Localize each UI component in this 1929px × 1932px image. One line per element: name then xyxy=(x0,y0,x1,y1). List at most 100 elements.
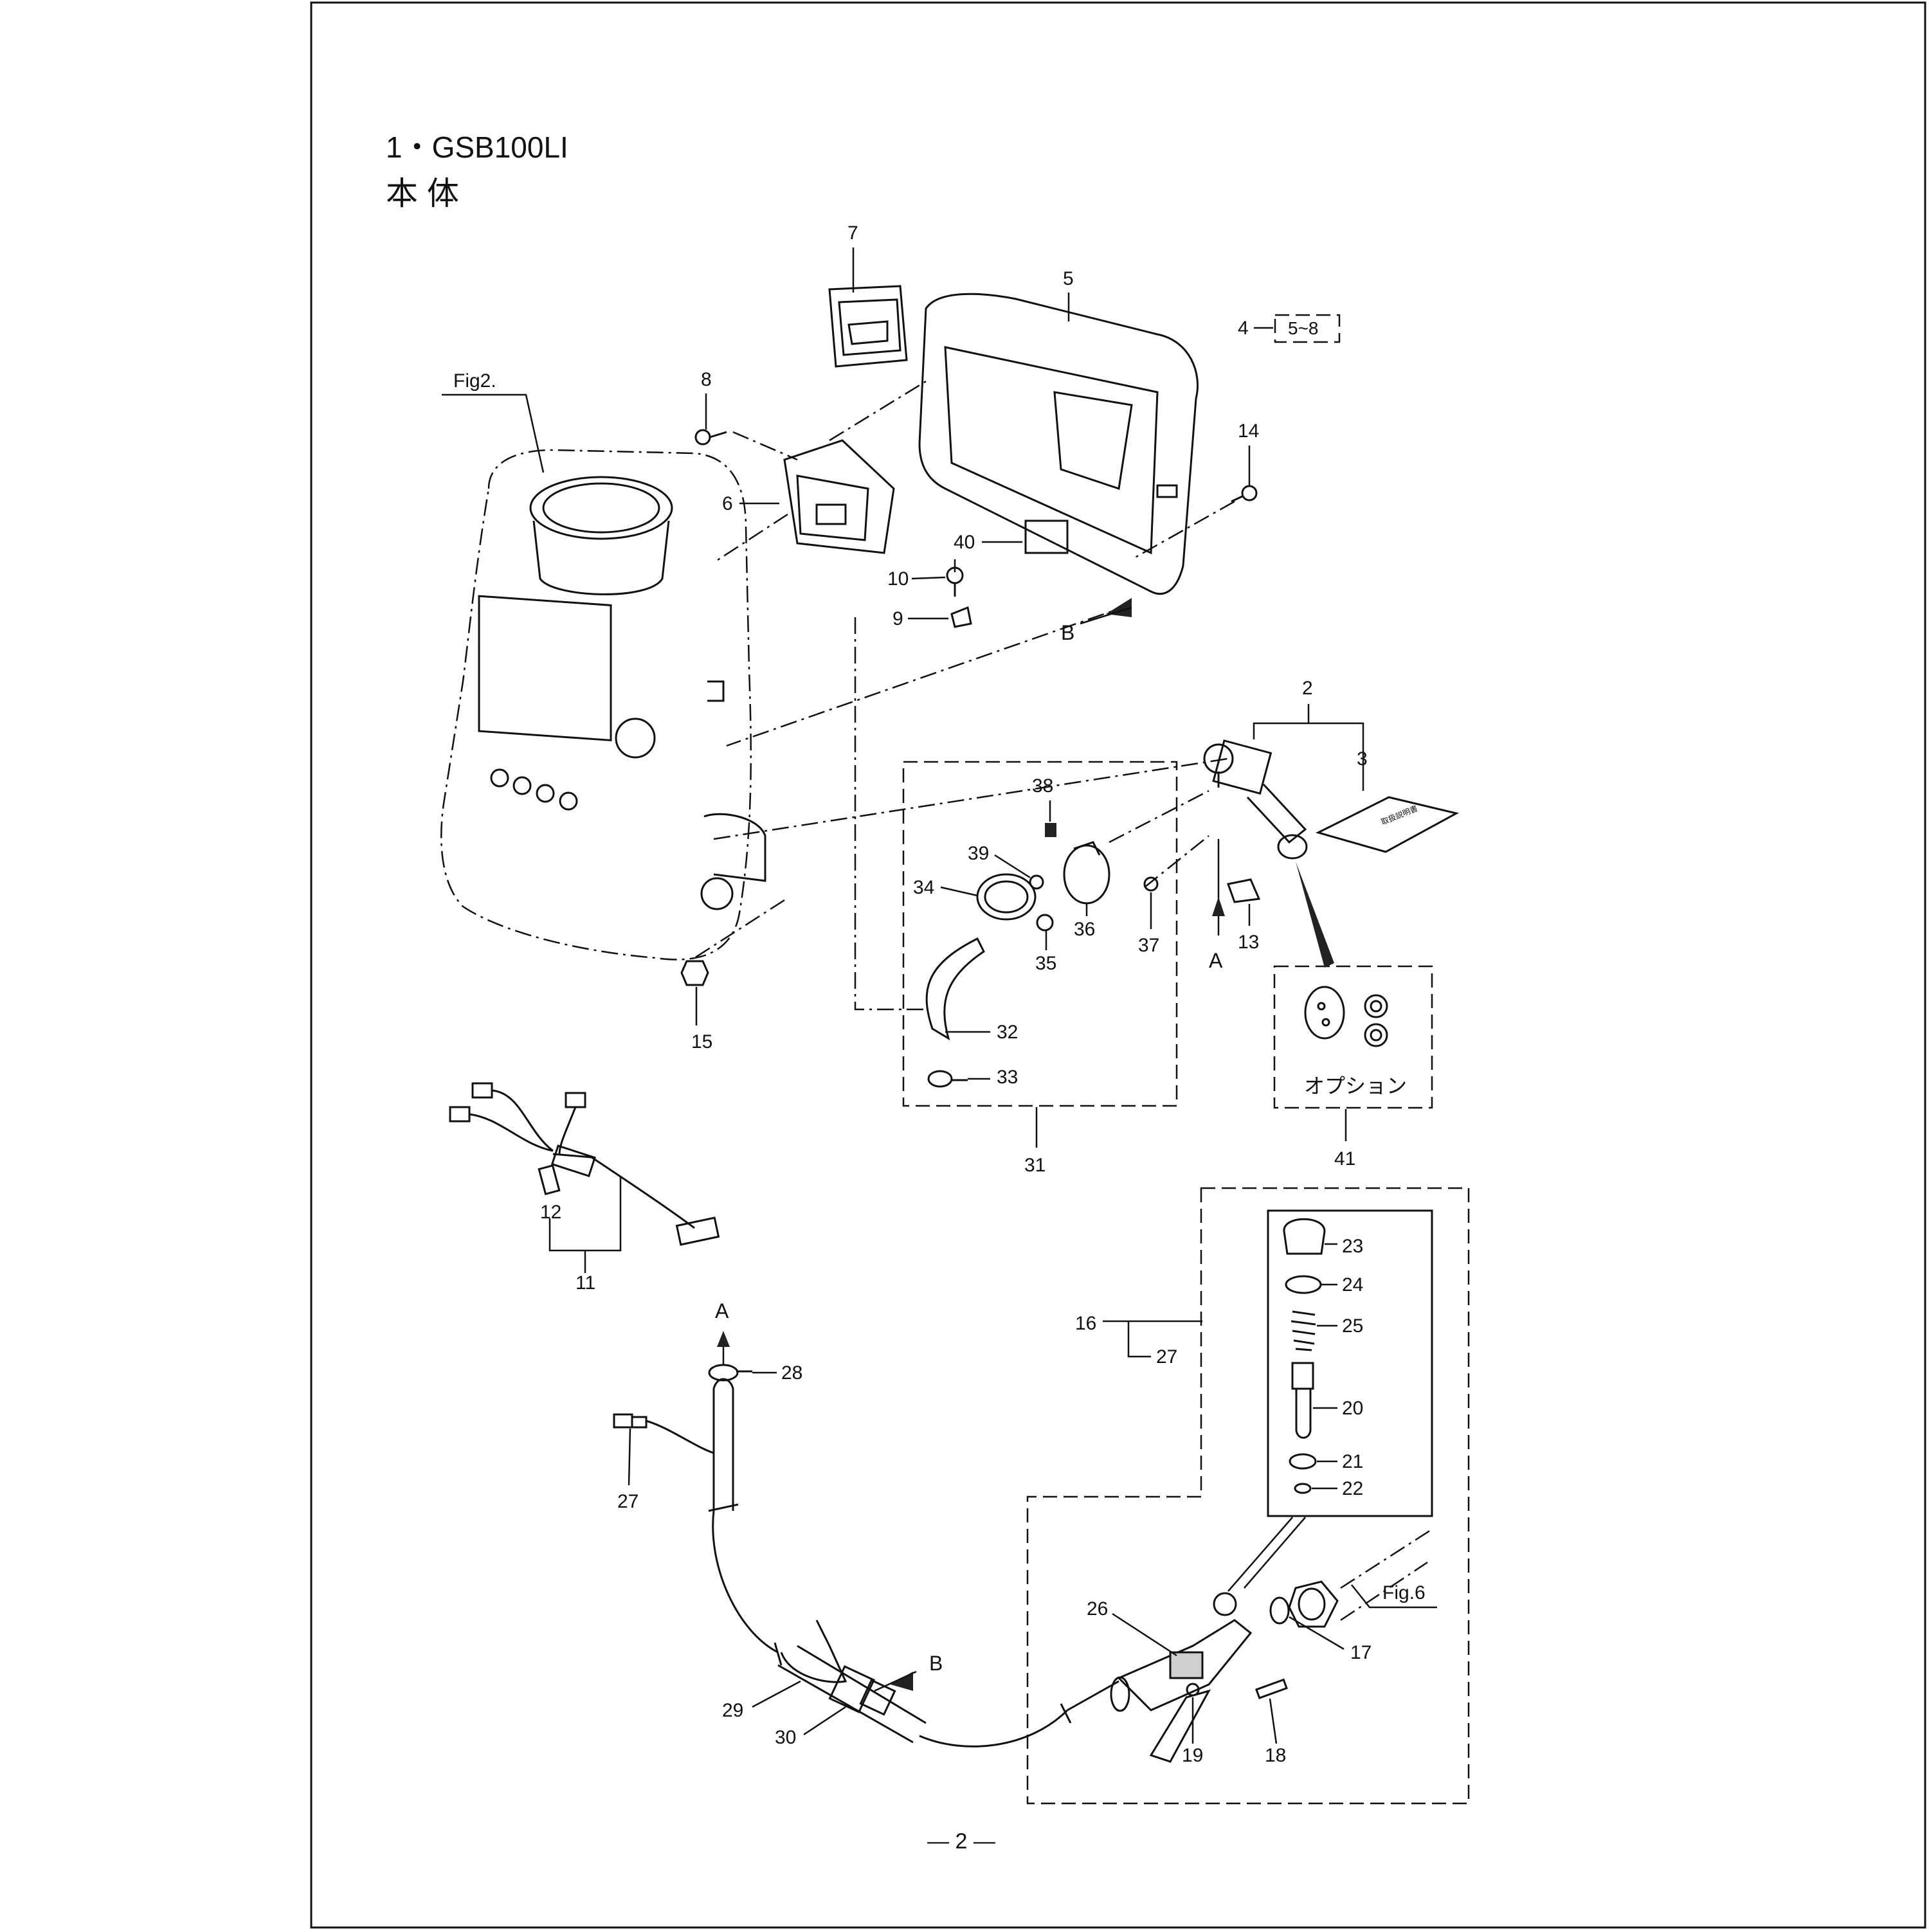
clamp-part-28 xyxy=(708,1364,752,1382)
callout-20: 20 xyxy=(1342,1398,1363,1419)
callout-28: 28 xyxy=(781,1362,802,1384)
marker-a-upper: A xyxy=(1209,949,1223,972)
callout-33: 33 xyxy=(997,1067,1018,1088)
screw-part-37 xyxy=(1143,876,1159,892)
callout-16: 16 xyxy=(1075,1313,1096,1334)
part-38 xyxy=(1045,823,1056,837)
callout-35: 35 xyxy=(1035,953,1056,974)
part-12 xyxy=(538,1164,561,1196)
callout-39: 39 xyxy=(968,843,989,864)
callout-23: 23 xyxy=(1342,1236,1363,1257)
callout-14: 14 xyxy=(1238,420,1259,442)
cap-part-23 xyxy=(1283,1218,1326,1255)
callout-10: 10 xyxy=(887,568,909,590)
page-number: — 2 — xyxy=(927,1829,995,1854)
callout-34: 34 xyxy=(913,877,934,898)
option-pointer xyxy=(1296,862,1334,968)
washer-part-17 xyxy=(1269,1596,1290,1625)
oring-part-21 xyxy=(1289,1453,1317,1470)
callout-31: 31 xyxy=(1024,1155,1046,1176)
tie-part-29 xyxy=(780,1620,847,1683)
pipe-top xyxy=(708,1378,739,1512)
pin-part-19 xyxy=(1186,1683,1200,1697)
ring-part-34 xyxy=(976,873,1037,921)
discharge-hose xyxy=(712,1405,1119,1747)
pump-part-2 xyxy=(1203,739,1308,860)
group-16-box xyxy=(1026,1187,1470,1805)
callout-15: 15 xyxy=(691,1031,712,1052)
wire-harness-part-11 xyxy=(449,1082,720,1246)
spring-part-25 xyxy=(1291,1310,1316,1351)
callout-8: 8 xyxy=(701,369,712,390)
callout-37: 37 xyxy=(1138,935,1159,956)
callout-4-range: 5~8 xyxy=(1288,318,1319,338)
callout-40: 40 xyxy=(954,532,975,553)
callout-29: 29 xyxy=(722,1700,743,1721)
screw-part-8 xyxy=(694,429,727,446)
callout-4-range-box xyxy=(1274,314,1341,343)
battery-holder-part-6 xyxy=(783,439,895,554)
part-13-pad xyxy=(1227,878,1261,903)
manual-part-3: 取扱説明書 xyxy=(1315,796,1460,853)
fig6-reference: Fig.6 xyxy=(1382,1582,1426,1603)
callout-19: 19 xyxy=(1182,1745,1203,1766)
callout-41: 41 xyxy=(1334,1148,1355,1169)
page-frame xyxy=(310,1,1926,1929)
callout-21: 21 xyxy=(1342,1451,1363,1472)
callout-38: 38 xyxy=(1032,775,1053,797)
callout-18: 18 xyxy=(1265,1745,1286,1766)
marker-b-lower: B xyxy=(929,1652,943,1675)
callout-36: 36 xyxy=(1074,919,1095,940)
group-31-box xyxy=(902,761,1178,1107)
oring-part-22 xyxy=(1294,1483,1312,1494)
part-39 xyxy=(1029,874,1044,890)
valve-stem-part-20 xyxy=(1291,1362,1314,1439)
manual-cover-label: 取扱説明書 xyxy=(1380,803,1419,826)
part-35 xyxy=(1036,914,1054,932)
callout-17: 17 xyxy=(1350,1642,1372,1663)
callout-7: 7 xyxy=(847,222,858,244)
option-41-box xyxy=(1273,965,1433,1109)
tank-body xyxy=(440,449,766,961)
callout-27-gun: 27 xyxy=(1156,1346,1177,1368)
clip-part-9 xyxy=(950,606,972,628)
back-frame-part-5 xyxy=(918,293,1199,595)
callout-3: 3 xyxy=(1357,748,1368,770)
callout-32: 32 xyxy=(997,1022,1018,1043)
hose-part-32 xyxy=(925,937,985,1041)
callout-6: 6 xyxy=(722,493,733,514)
callout-22: 22 xyxy=(1342,1478,1363,1499)
callout-5: 5 xyxy=(1063,268,1074,289)
callout-12: 12 xyxy=(540,1202,561,1223)
clamp-part-36 xyxy=(1063,841,1110,905)
callout-24: 24 xyxy=(1342,1274,1363,1296)
callout-25: 25 xyxy=(1342,1315,1363,1337)
diagram-title: 1・GSB100LI xyxy=(386,131,568,164)
diagram-subtitle: 本 体 xyxy=(386,176,459,212)
callout-27-wire: 27 xyxy=(617,1491,638,1512)
option-parts xyxy=(1304,986,1388,1047)
oring-part-24 xyxy=(1285,1275,1322,1294)
bolt-part-33 xyxy=(927,1070,968,1088)
marker-a-lower: A xyxy=(715,1299,729,1323)
nut-part-15 xyxy=(680,960,709,986)
pin-part-18 xyxy=(1255,1678,1288,1700)
callout-4: 4 xyxy=(1238,318,1249,339)
coupler-part-30 xyxy=(828,1665,896,1716)
valve-detail-box xyxy=(1267,1209,1433,1517)
callout-13: 13 xyxy=(1238,932,1259,953)
callout-30: 30 xyxy=(775,1727,796,1748)
cover-part-7 xyxy=(828,285,908,368)
wire-part-27 xyxy=(613,1413,714,1454)
marker-b-upper: B xyxy=(1061,621,1074,644)
callout-9: 9 xyxy=(892,608,903,629)
option-label: オプション xyxy=(1304,1074,1407,1097)
spray-gun-part-26 xyxy=(1110,1592,1253,1763)
callout-26: 26 xyxy=(1087,1598,1108,1620)
screw-part-14 xyxy=(1231,485,1258,503)
fig2-reference: Fig2. xyxy=(453,370,496,392)
callout-2: 2 xyxy=(1302,678,1313,699)
callout-11: 11 xyxy=(575,1272,595,1294)
